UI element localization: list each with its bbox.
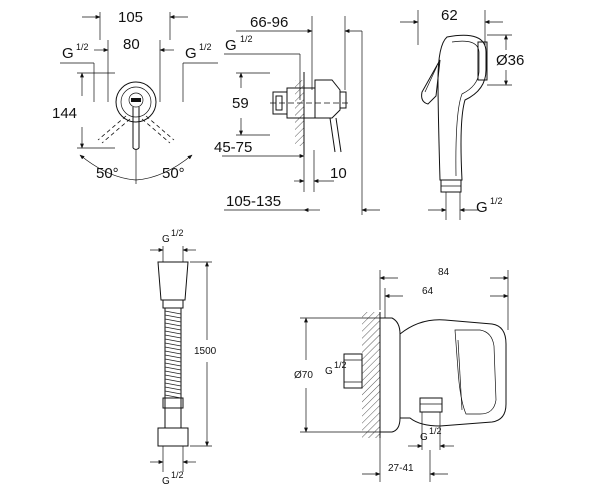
side-valve-body bbox=[314, 79, 341, 119]
mixer-front-view: 105 80 G 1/2 G 1/2 144 bbox=[52, 9, 218, 184]
hose-spiral-rib bbox=[164, 366, 182, 371]
hose-spiral-rib bbox=[164, 374, 182, 379]
elbow-view: 84 64 Ø70 G 1/2 G 1/2 bbox=[294, 267, 509, 482]
hose-top-g: G bbox=[162, 234, 170, 245]
thread-right-g: G bbox=[185, 45, 197, 62]
hose-spiral-rib bbox=[164, 350, 182, 355]
hose-spiral-rib bbox=[164, 370, 182, 375]
hose-bottom-g: G bbox=[162, 476, 170, 487]
hose-spiral-rib bbox=[164, 354, 182, 359]
elbow-outlet-g: G bbox=[420, 432, 428, 443]
hose-spiral-rib bbox=[164, 310, 182, 315]
spray-thread-g: G bbox=[476, 199, 488, 216]
angle-left-label: 50° bbox=[96, 165, 119, 182]
side-depth-range-label: 66-96 bbox=[250, 14, 288, 31]
hose-spiral-rib bbox=[164, 314, 182, 319]
elbow-wall-hatch bbox=[362, 312, 380, 438]
hose-spiral-rib bbox=[164, 386, 182, 391]
hose-tube bbox=[164, 307, 182, 429]
side-thread-frac: 1/2 bbox=[240, 34, 253, 44]
hose-spiral-rib bbox=[164, 330, 182, 335]
wall-hatch bbox=[295, 80, 304, 146]
hose-spiral-rib bbox=[164, 326, 182, 331]
elbow-outlet-frac: 1/2 bbox=[429, 426, 442, 436]
elbow-inlet-g: G bbox=[325, 366, 333, 377]
side-thread-g: G bbox=[225, 37, 237, 54]
thread-left-g: G bbox=[62, 45, 74, 62]
elbow-body bbox=[399, 319, 507, 427]
spray-thread-frac: 1/2 bbox=[490, 196, 503, 206]
valve-spacing-label: 80 bbox=[123, 36, 140, 53]
hose-top-nut bbox=[157, 261, 189, 301]
hose-spiral-rib bbox=[164, 322, 182, 327]
thread-left-frac: 1/2 bbox=[76, 42, 89, 52]
hose-bottom-frac: 1/2 bbox=[171, 470, 184, 480]
hose-spiral-rib bbox=[164, 342, 182, 347]
elbow-outlet bbox=[419, 397, 443, 413]
hose-view: G 1/2 1500 G 1/2 bbox=[150, 228, 217, 487]
angle-right-label: 50° bbox=[162, 165, 185, 182]
spray-trigger bbox=[421, 59, 441, 105]
hand-spray-view: 62 Ø36 G 1/2 bbox=[400, 7, 524, 220]
hose-spiral-rib bbox=[164, 346, 182, 351]
hose-top-frac: 1/2 bbox=[171, 228, 184, 238]
elbow-depth-range-label: 27-41 bbox=[388, 463, 414, 474]
valve-height-label: 144 bbox=[52, 105, 77, 122]
hose-spiral-rib bbox=[164, 338, 182, 343]
elbow-inlet bbox=[343, 353, 363, 389]
side-plate-label: 10 bbox=[330, 165, 347, 182]
valve-body bbox=[115, 81, 157, 123]
hose-spiral-rib bbox=[164, 334, 182, 339]
elbow-inlet-frac: 1/2 bbox=[334, 360, 347, 370]
thread-right-frac: 1/2 bbox=[199, 42, 212, 52]
spray-width-label: 62 bbox=[441, 7, 458, 24]
side-height-label: 59 bbox=[232, 95, 249, 112]
elbow-total-label: 84 bbox=[438, 267, 450, 278]
elbow-rosette bbox=[379, 317, 401, 433]
hose-spiral-rib bbox=[164, 378, 182, 383]
spray-diameter-label: Ø36 bbox=[496, 52, 524, 69]
elbow-body-label: 64 bbox=[422, 286, 434, 297]
hose-length-label: 1500 bbox=[194, 346, 217, 357]
side-wall-range-label: 45-75 bbox=[214, 139, 252, 156]
hose-spiral-rib bbox=[164, 318, 182, 323]
hose-spiral-rib bbox=[164, 390, 182, 395]
hose-spiral-rib bbox=[164, 358, 182, 363]
hose-bottom-nut bbox=[157, 427, 189, 447]
mixer-side-view: 66-96 G 1/2 59 45-75 10 bbox=[214, 14, 380, 215]
valve-width-label: 105 bbox=[118, 9, 143, 26]
side-total-range-label: 105-135 bbox=[226, 193, 281, 210]
hose-spiral-rib bbox=[164, 382, 182, 387]
elbow-diameter-label: Ø70 bbox=[294, 370, 313, 381]
hose-spiral-rib bbox=[164, 362, 182, 367]
